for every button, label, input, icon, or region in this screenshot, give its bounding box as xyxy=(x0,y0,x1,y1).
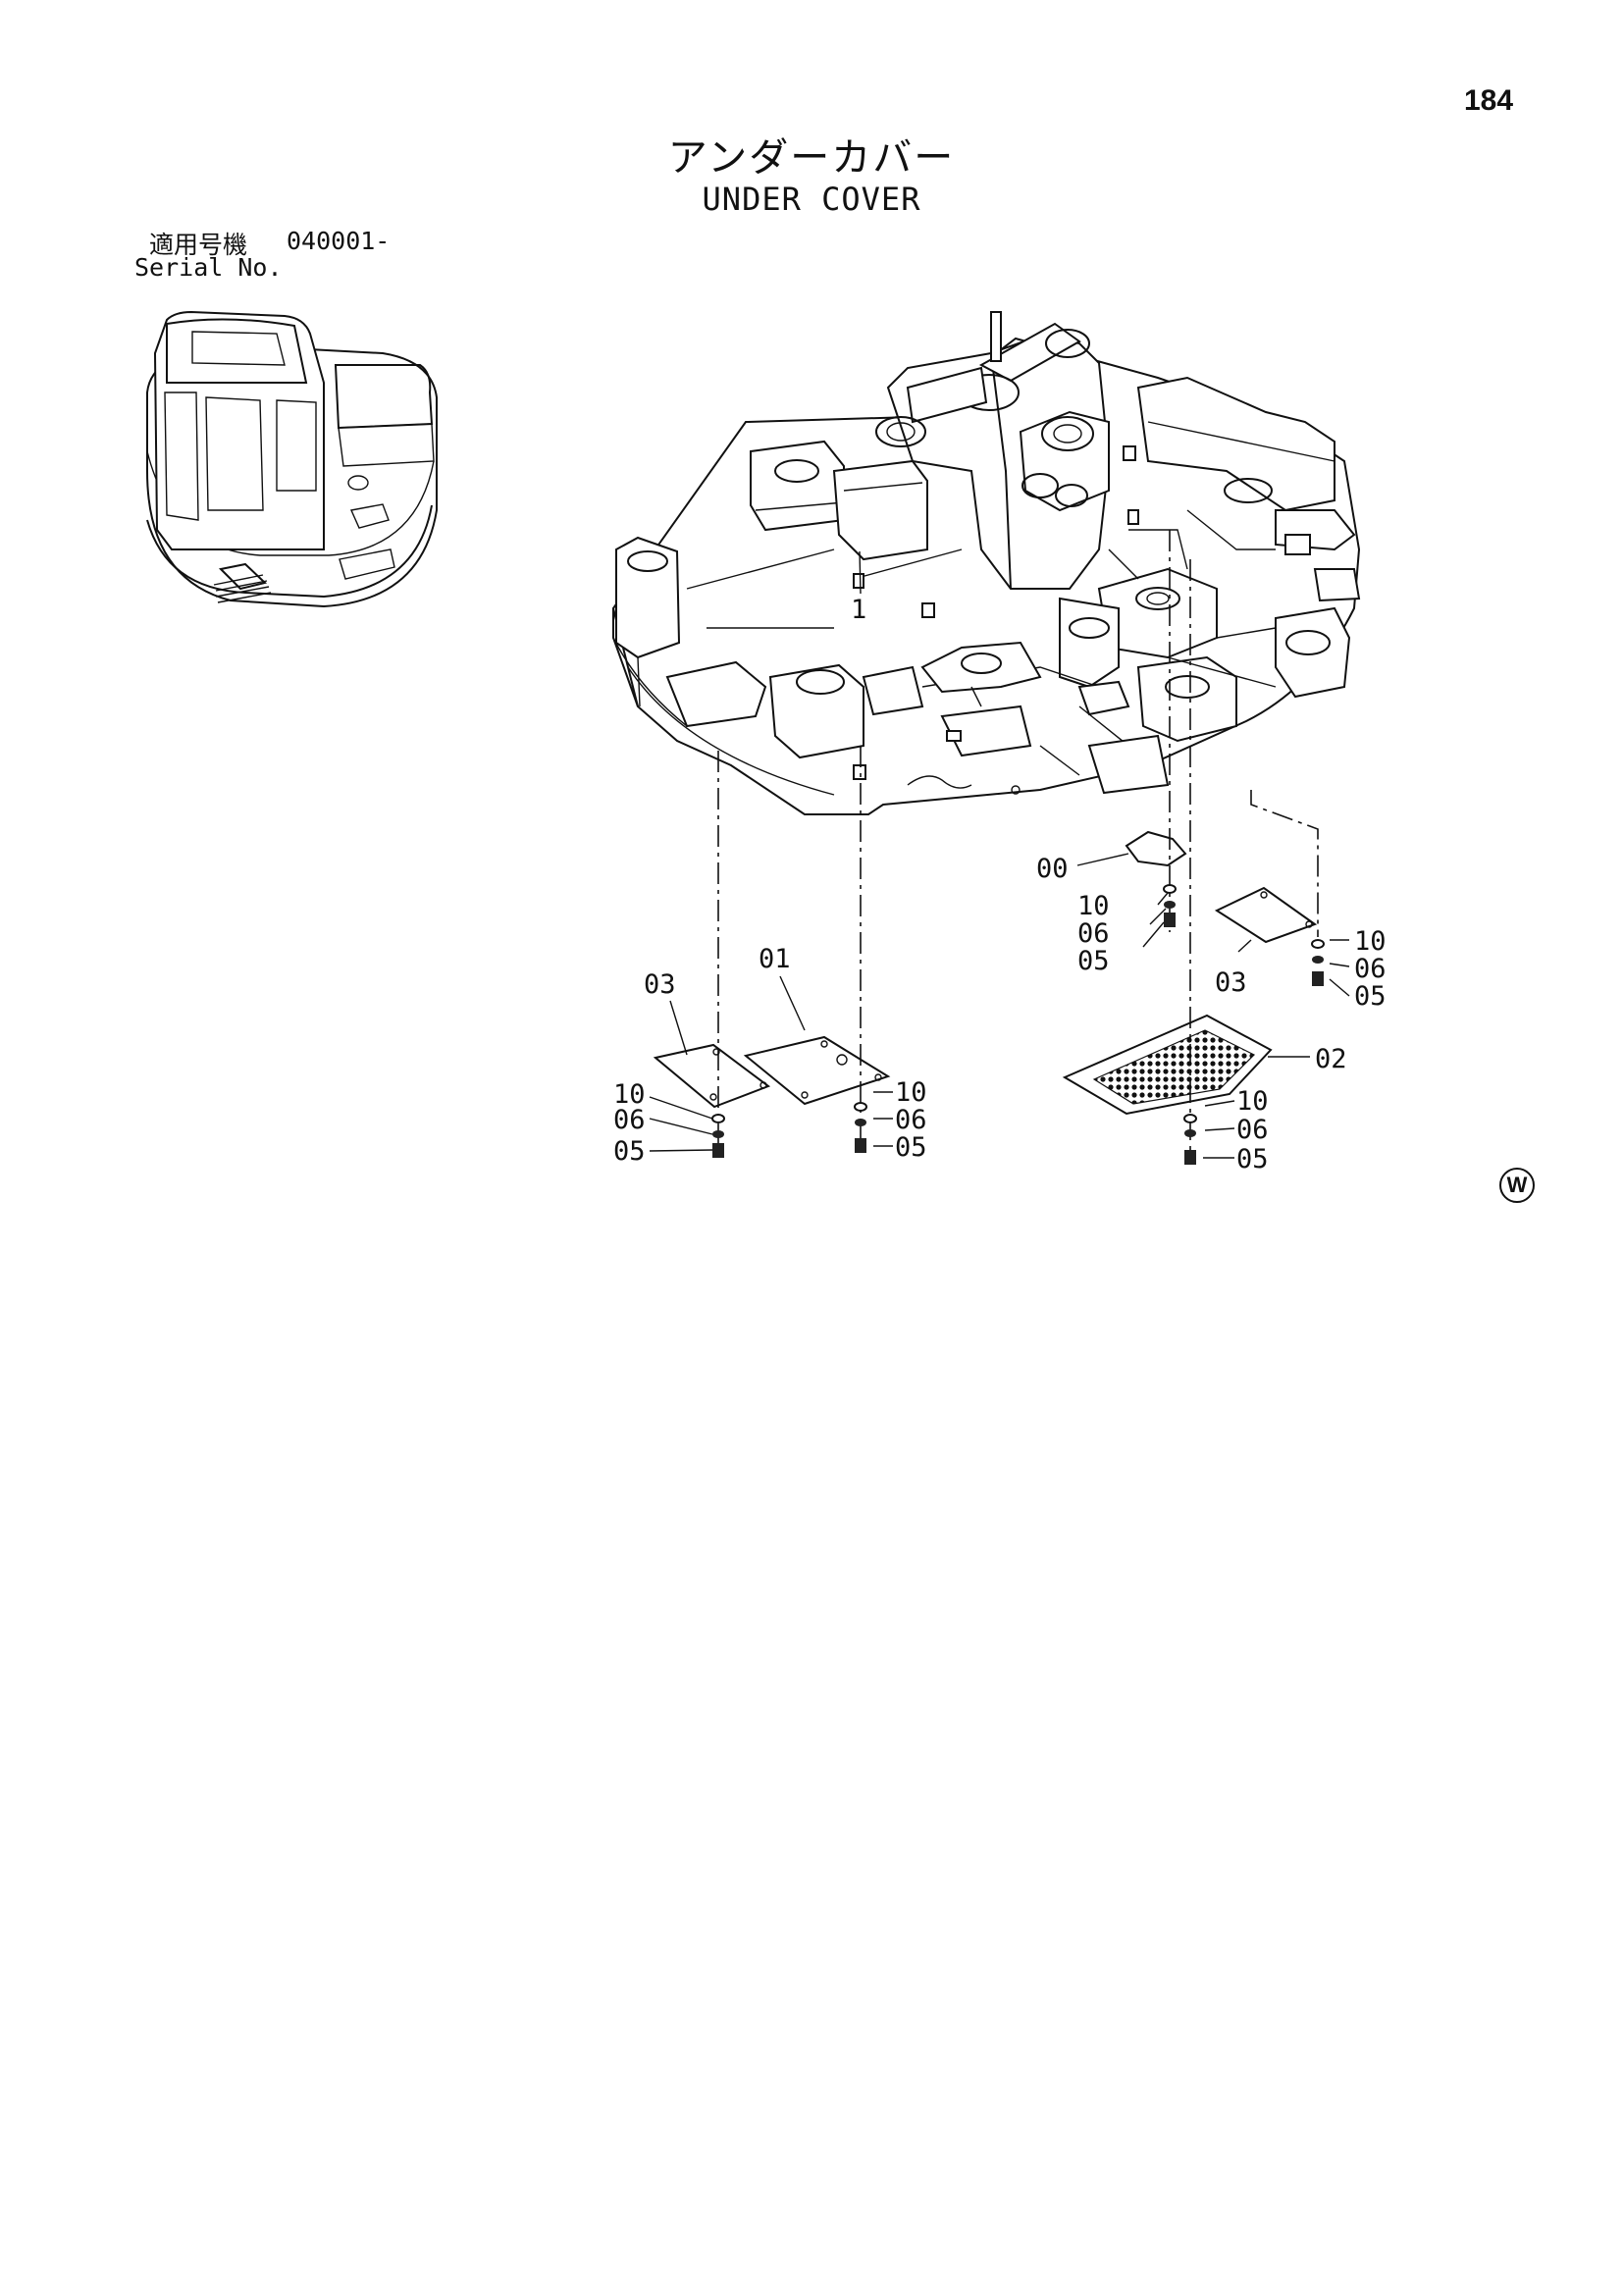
callout-03-left: 03 xyxy=(644,969,676,1000)
hardware-stack-center xyxy=(854,1102,867,1153)
callout-05-right: 05 xyxy=(1354,981,1387,1012)
cover-plate-03-left xyxy=(653,1043,771,1109)
hardware-stack-upper-right xyxy=(1163,884,1177,927)
page-number: 184 xyxy=(1464,84,1514,117)
hardware-stack-mesh xyxy=(1183,1114,1197,1165)
callout-frame: 1 xyxy=(851,595,866,625)
cover-plate-03-right xyxy=(1214,886,1318,944)
revolving-frame-drawing xyxy=(611,311,1361,815)
callout-06-upper: 06 xyxy=(1077,918,1110,949)
callout-02: 02 xyxy=(1315,1044,1347,1074)
callout-00: 00 xyxy=(1036,854,1069,884)
serial-number-value: 040001- xyxy=(287,227,391,255)
callout-labels: 1 00 10 06 05 01 03 03 02 10 06 05 10 06… xyxy=(613,595,1387,1174)
serial-label-english: Serial No. xyxy=(134,253,283,282)
hardware-stack-right xyxy=(1311,939,1325,986)
leader-lines xyxy=(649,550,1350,1159)
hardware-stack-left xyxy=(711,1114,725,1158)
w-circle-mark: W xyxy=(1499,1168,1535,1203)
callout-10-center: 10 xyxy=(895,1077,927,1108)
page-title-japanese: アンダーカバー xyxy=(667,135,956,181)
callout-05-left: 05 xyxy=(613,1136,646,1167)
callout-10-left: 10 xyxy=(613,1079,646,1110)
page-title-english: UNDER COVER xyxy=(702,181,921,218)
callout-06-right: 06 xyxy=(1354,954,1387,984)
cover-plate-00 xyxy=(1125,830,1187,867)
serial-label-japanese: 適用号機 xyxy=(149,231,248,259)
callout-03-right: 03 xyxy=(1215,967,1247,998)
callout-06-mesh: 06 xyxy=(1236,1115,1269,1145)
callout-05-upper: 05 xyxy=(1077,946,1110,976)
callout-05-center: 05 xyxy=(895,1132,927,1163)
cover-plate-02-mesh xyxy=(1062,1014,1273,1116)
machine-locator-thumbnail xyxy=(146,310,438,608)
callout-01: 01 xyxy=(759,944,791,974)
callout-06-left: 06 xyxy=(613,1105,646,1135)
assembly-lines xyxy=(717,530,1319,1153)
callout-10-right: 10 xyxy=(1354,926,1387,957)
callout-10-mesh: 10 xyxy=(1236,1086,1269,1117)
cover-plate-01 xyxy=(743,1035,891,1106)
callout-06-center: 06 xyxy=(895,1105,927,1135)
callout-10-upper: 10 xyxy=(1077,891,1110,921)
callout-05-mesh: 05 xyxy=(1236,1144,1269,1174)
